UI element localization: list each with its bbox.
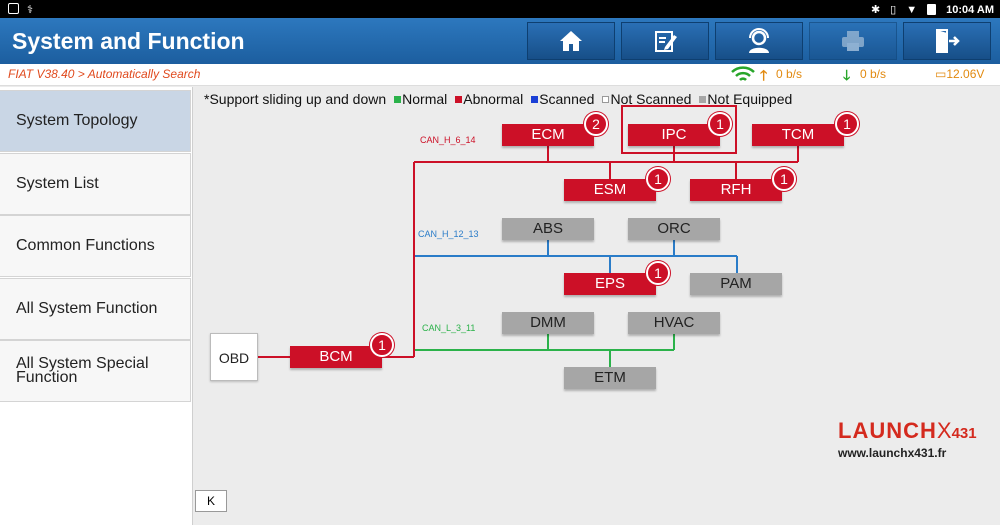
sidebar: System Topology System List Common Funct…	[0, 87, 193, 525]
fault-count-badge-eps: 1	[646, 261, 670, 285]
module-label: BCM	[319, 348, 353, 365]
exit-icon	[936, 29, 960, 53]
legend-swatch-not-equipped	[699, 95, 707, 103]
report-button[interactable]	[621, 22, 709, 60]
sidebar-item-system-topology[interactable]: System Topology	[0, 90, 191, 152]
scroll-hint: *Support sliding up and down	[204, 91, 387, 107]
legend-label-normal: Normal	[402, 91, 448, 107]
module-abs[interactable]: ABS	[502, 218, 594, 240]
wifi-icon	[731, 66, 755, 81]
fault-count-badge-rfh: 1	[772, 167, 796, 191]
module-ecm[interactable]: ECM	[502, 124, 594, 146]
topology-wiring	[258, 146, 799, 367]
legend-swatch-scanned	[531, 95, 539, 103]
download-rate: 0 b/s	[860, 67, 887, 81]
watermark-brand: LAUNCH	[838, 418, 937, 443]
bus-label-can-h-12-13: CAN_H_12_13	[418, 229, 479, 239]
module-label: ECM	[531, 126, 565, 143]
legend-label-scanned: Scanned	[539, 91, 595, 107]
legend: *Support sliding up and down Normal Abno…	[204, 91, 792, 107]
fault-count-badge-ecm: 2	[584, 112, 608, 136]
module-label: ABS	[532, 220, 563, 237]
status-bar: ⚕ ✱ ▯ ▼ 10:04 AM	[0, 0, 1000, 18]
legend-swatch-normal	[394, 95, 402, 103]
obd-connector: OBD	[210, 333, 258, 381]
bus-label-can-l-3-11: CAN_L_3_11	[422, 323, 476, 333]
legend-swatch-not-scanned	[602, 95, 610, 103]
fault-count-badge-tcm: 1	[835, 112, 859, 136]
module-label: EPS	[594, 275, 625, 292]
fault-count-badge-esm: 1	[646, 167, 670, 191]
module-label: ETM	[594, 369, 626, 386]
module-ipc[interactable]: IPC	[628, 124, 720, 146]
vibrate-icon: ▯	[890, 4, 897, 16]
module-label: RFH	[720, 181, 752, 198]
download-arrow-icon: 🡓	[843, 67, 851, 83]
sidebar-item-label: System Topology	[16, 112, 138, 129]
bus-label-can-h-6-14: CAN_H_6_14	[420, 135, 476, 145]
wifi-signal-icon: ▼	[906, 3, 918, 16]
module-eps[interactable]: EPS	[564, 273, 656, 295]
exit-button[interactable]	[903, 22, 991, 60]
module-label: PAM	[720, 275, 752, 292]
clock: 10:04 AM	[946, 3, 994, 16]
battery-voltage: ▭12.06V	[935, 67, 984, 81]
fault-count-badge-bcm: 1	[370, 333, 394, 357]
module-rfh[interactable]: RFH	[690, 179, 782, 201]
selected-highlight-frame	[621, 105, 737, 154]
home-icon	[560, 31, 582, 51]
support-button[interactable]	[715, 22, 803, 60]
battery-voltage-value: 12.06V	[946, 67, 985, 81]
upload-rate: 0 b/s	[776, 67, 803, 81]
info-bar: FIAT V38.40 > Automatically Search 🡑 0 b…	[0, 64, 1000, 86]
module-hvac[interactable]: HVAC	[628, 312, 720, 334]
printer-icon	[842, 31, 864, 51]
sidebar-item-common-functions[interactable]: Common Functions	[0, 215, 191, 277]
sidebar-item-label: All System Function	[16, 300, 158, 317]
module-dmm[interactable]: DMM	[502, 312, 594, 334]
module-pam[interactable]: PAM	[690, 273, 782, 295]
legend-label-abnormal: Abnormal	[463, 91, 524, 107]
module-label: TCM	[781, 126, 815, 143]
fault-count-badge-ipc: 1	[708, 112, 732, 136]
image-notification-icon	[8, 3, 19, 14]
collapse-sidebar-button[interactable]: K	[195, 490, 227, 512]
battery-icon	[927, 4, 937, 15]
edit-report-icon	[655, 31, 677, 52]
sidebar-item-label: Common Functions	[16, 237, 155, 254]
home-button[interactable]	[527, 22, 615, 60]
title-bar: System and Function	[0, 18, 1000, 64]
module-esm[interactable]: ESM	[564, 179, 656, 201]
print-button[interactable]	[809, 22, 897, 60]
sidebar-item-all-system-function[interactable]: All System Function	[0, 278, 191, 340]
module-label: IPC	[661, 126, 687, 143]
car-battery-icon: ▭	[935, 67, 947, 81]
legend-swatch-abnormal	[455, 95, 463, 103]
sidebar-item-system-list[interactable]: System List	[0, 153, 191, 215]
upload-arrow-icon: 🡑	[760, 67, 768, 83]
module-label: ESM	[593, 181, 627, 198]
topology-panel[interactable]: *Support sliding up and down Normal Abno…	[194, 87, 1000, 525]
watermark-x: X	[936, 418, 952, 443]
module-label: HVAC	[653, 314, 695, 331]
module-etm[interactable]: ETM	[564, 367, 656, 389]
module-bcm[interactable]: BCM	[290, 346, 382, 368]
module-label: DMM	[530, 314, 566, 331]
sidebar-item-label: All System Special Function	[16, 355, 149, 386]
launch-watermark: LAUNCHX431 www.launchx431.fr	[838, 418, 977, 460]
module-orc[interactable]: ORC	[628, 218, 720, 240]
breadcrumb: FIAT V38.40 > Automatically Search	[8, 67, 201, 81]
watermark-model: 431	[951, 425, 977, 442]
usb-debug-icon: ⚕	[27, 4, 33, 16]
sidebar-item-label: System List	[16, 175, 99, 192]
module-label: ORC	[657, 220, 691, 237]
legend-label-not-scanned: Not Scanned	[610, 91, 692, 107]
bluetooth-icon: ✱	[870, 4, 881, 16]
page-title: System and Function	[12, 28, 245, 54]
sidebar-item-all-system-special-function[interactable]: All System Special Function	[0, 340, 191, 402]
support-agent-icon	[749, 28, 769, 53]
watermark-url: www.launchx431.fr	[838, 446, 947, 460]
legend-label-not-equipped: Not Equipped	[707, 91, 793, 107]
module-tcm[interactable]: TCM	[752, 124, 844, 146]
